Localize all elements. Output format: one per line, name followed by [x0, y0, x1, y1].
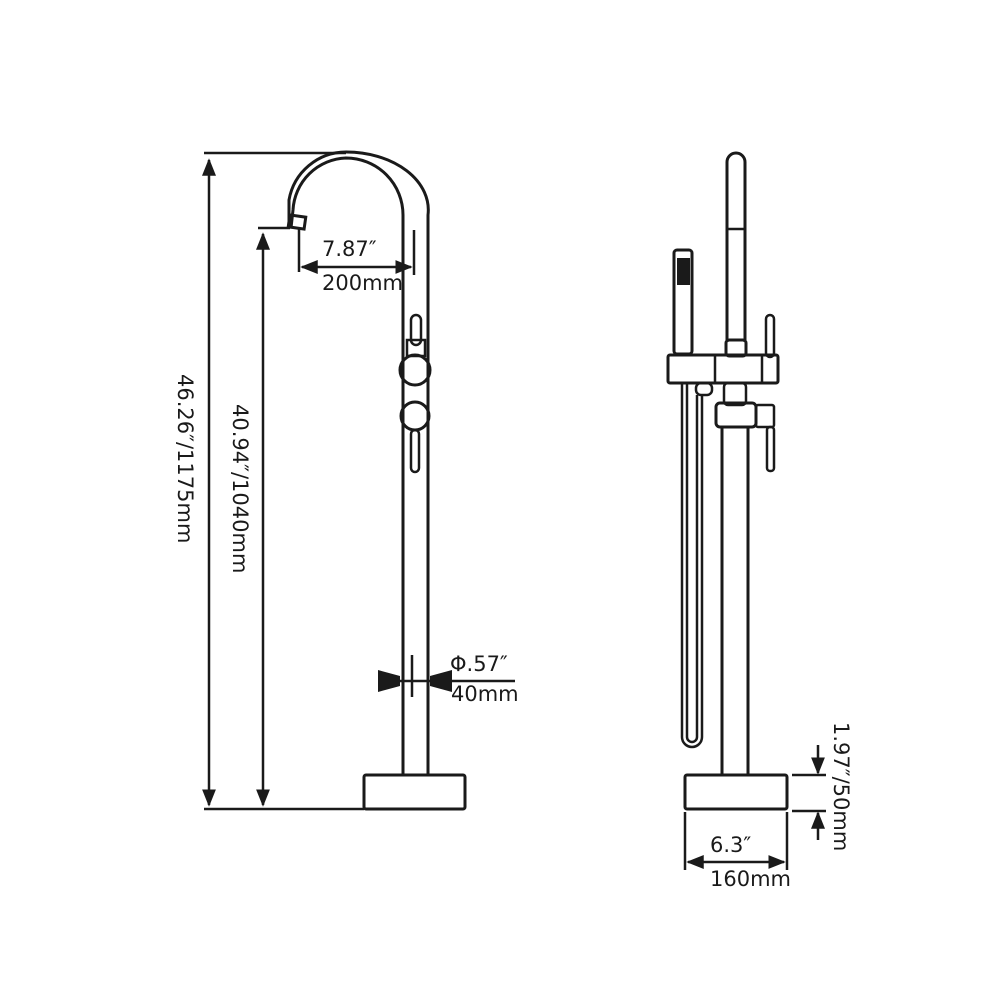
gooseneck-spout: [286, 150, 430, 350]
spout-reach-inch-label: 7.87″: [322, 237, 377, 261]
spout-height-label: 40.94″/1040mm: [228, 404, 252, 573]
pipe-diameter-mm-label: 40mm: [451, 682, 519, 706]
faucet-base: [362, 773, 467, 811]
spout-height-dimension: 40.94″/1040mm: [228, 226, 290, 807]
total-height-label: 46.26″/1175mm: [173, 374, 197, 543]
side-spout-column: [725, 151, 747, 342]
base-width-dimension: 6.3″ 160mm: [683, 812, 791, 891]
side-base: [683, 773, 789, 811]
base-height-dimension: 1.97″/50mm: [792, 722, 853, 851]
faucet-body: [398, 313, 432, 775]
front-view: 46.26″/1175mm 40.94″/1040mm 7.87″ 200mm …: [173, 150, 519, 811]
side-view: 1.97″/50mm 6.3″ 160mm: [666, 151, 853, 891]
mixer-block: [666, 353, 780, 385]
pipe-diameter-dimension: Φ.57″ 40mm: [378, 652, 519, 706]
spout-reach-mm-label: 200mm: [322, 271, 403, 295]
total-height-dimension: 46.26″/1175mm: [173, 151, 364, 811]
shower-hose: [680, 383, 704, 749]
pipe-diameter-inch-label: Φ.57″: [450, 652, 508, 676]
spout-reach-dimension: 7.87″ 200mm: [297, 228, 416, 295]
hand-shower: [672, 248, 694, 356]
base-height-label: 1.97″/50mm: [829, 722, 853, 851]
base-width-inch-label: 6.3″: [710, 833, 751, 857]
base-width-mm-label: 160mm: [710, 867, 791, 891]
